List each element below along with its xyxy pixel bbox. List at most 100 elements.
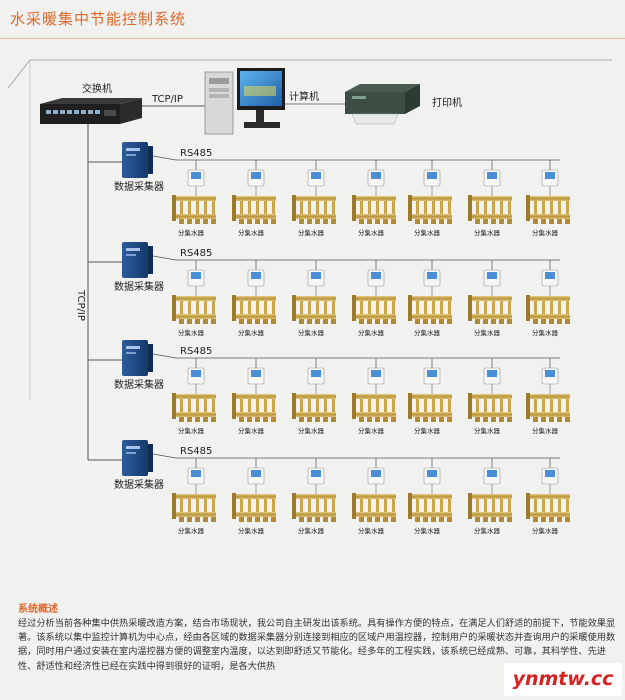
thermostat-icon [367, 169, 385, 187]
manifold-icon [292, 393, 336, 422]
manifold-icon [292, 295, 336, 324]
rs485-label: RS485 [180, 248, 212, 259]
thermostat-icon [367, 467, 385, 485]
page-title: 水采暖集中节能控制系统 [10, 10, 187, 28]
overview-text: 经过分析当前各种集中供热采暖改造方案，结合市场现状，我公司自主研发出该系统。具有… [18, 618, 616, 672]
manifold-unit: 分集水器 [526, 160, 570, 237]
printer-icon [345, 84, 420, 125]
collector-device-icon [122, 340, 153, 376]
manifold-icon [172, 493, 216, 522]
manifold-unit: 分集水器 [172, 260, 216, 337]
thermostat-icon [247, 169, 265, 187]
thermostat-icon [187, 467, 205, 485]
collector-label: 数据采集器 [114, 180, 164, 193]
manifold-icon [468, 493, 512, 522]
switch-device [40, 98, 142, 124]
manifold-unit: 分集水器 [468, 458, 512, 535]
manifold-icon [526, 195, 570, 224]
title-divider [0, 38, 625, 39]
collector-row: 数据采集器RS485分集水器分集水器分集水器分集水器分集水器分集水器分集水器 [88, 142, 570, 237]
manifold-icon [172, 295, 216, 324]
manifold-unit: 分集水器 [292, 358, 336, 435]
thermostat-icon [541, 269, 559, 287]
manifold-label: 分集水器 [474, 228, 501, 237]
rs485-lead [152, 255, 177, 261]
thermostat-icon [541, 367, 559, 385]
manifold-icon [292, 493, 336, 522]
manifold-icon [172, 393, 216, 422]
manifold-unit: 分集水器 [408, 358, 452, 435]
manifold-label: 分集水器 [178, 526, 205, 535]
rs485-label: RS485 [180, 346, 212, 357]
thermostat-icon [483, 367, 501, 385]
collector-label: 数据采集器 [114, 378, 164, 391]
manifold-unit: 分集水器 [526, 260, 570, 337]
manifold-icon [232, 195, 276, 224]
switch-label: 交换机 [82, 82, 112, 95]
manifold-unit: 分集水器 [292, 458, 336, 535]
manifold-unit: 分集水器 [292, 160, 336, 237]
manifold-label: 分集水器 [358, 228, 385, 237]
manifold-unit: 分集水器 [232, 260, 276, 337]
manifold-label: 分集水器 [178, 328, 205, 337]
manifold-label: 分集水器 [474, 328, 501, 337]
manifold-unit: 分集水器 [232, 160, 276, 237]
computer-label: 计算机 [289, 90, 319, 103]
rs485-label: RS485 [180, 446, 212, 457]
manifold-label: 分集水器 [298, 426, 325, 435]
manifold-icon [408, 195, 452, 224]
manifold-unit: 分集水器 [468, 260, 512, 337]
manifold-icon [352, 493, 396, 522]
manifold-icon [232, 493, 276, 522]
manifold-label: 分集水器 [532, 328, 559, 337]
thermostat-icon [307, 467, 325, 485]
manifold-icon [408, 393, 452, 422]
manifold-unit: 分集水器 [172, 358, 216, 435]
thermostat-icon [307, 269, 325, 287]
manifold-label: 分集水器 [238, 228, 265, 237]
thermostat-icon [187, 367, 205, 385]
manifold-icon [172, 195, 216, 224]
manifold-label: 分集水器 [238, 526, 265, 535]
manifold-label: 分集水器 [298, 526, 325, 535]
manifold-label: 分集水器 [238, 426, 265, 435]
manifold-label: 分集水器 [532, 526, 559, 535]
manifold-label: 分集水器 [298, 328, 325, 337]
thermostat-icon [541, 467, 559, 485]
printer-label: 打印机 [432, 96, 462, 109]
thermostat-icon [483, 467, 501, 485]
thermostat-icon [483, 169, 501, 187]
manifold-label: 分集水器 [414, 328, 441, 337]
thermostat-icon [423, 169, 441, 187]
manifold-icon [468, 295, 512, 324]
manifold-icon [468, 393, 512, 422]
manifold-unit: 分集水器 [408, 458, 452, 535]
manifold-label: 分集水器 [238, 328, 265, 337]
manifold-unit: 分集水器 [352, 160, 396, 237]
manifold-label: 分集水器 [474, 426, 501, 435]
thermostat-icon [423, 367, 441, 385]
manifold-icon [526, 493, 570, 522]
manifold-icon [352, 295, 396, 324]
manifold-label: 分集水器 [358, 426, 385, 435]
manifold-unit: 分集水器 [172, 458, 216, 535]
collector-device-icon [122, 440, 153, 476]
collector-row: 数据采集器RS485分集水器分集水器分集水器分集水器分集水器分集水器分集水器 [88, 340, 570, 435]
thermostat-icon [541, 169, 559, 187]
thermostat-icon [247, 467, 265, 485]
thermostat-icon [307, 367, 325, 385]
manifold-label: 分集水器 [178, 228, 205, 237]
tcpip-vertical-label: TCP/IP [75, 289, 86, 321]
manifold-unit: 分集水器 [526, 458, 570, 535]
network-diagram: 交换机 TCP/IP 计算机 打印机 TCP/IP 数据采集器RS485分集水器… [7, 59, 612, 535]
manifold-unit: 分集水器 [292, 260, 336, 337]
manifold-unit: 分集水器 [526, 358, 570, 435]
manifold-label: 分集水器 [532, 228, 559, 237]
manifold-icon [468, 195, 512, 224]
manifold-unit: 分集水器 [468, 358, 512, 435]
thermostat-icon [367, 269, 385, 287]
manifold-unit: 分集水器 [352, 458, 396, 535]
overview-heading: 系统概述 [18, 604, 58, 615]
manifold-unit: 分集水器 [172, 160, 216, 237]
manifold-label: 分集水器 [358, 328, 385, 337]
